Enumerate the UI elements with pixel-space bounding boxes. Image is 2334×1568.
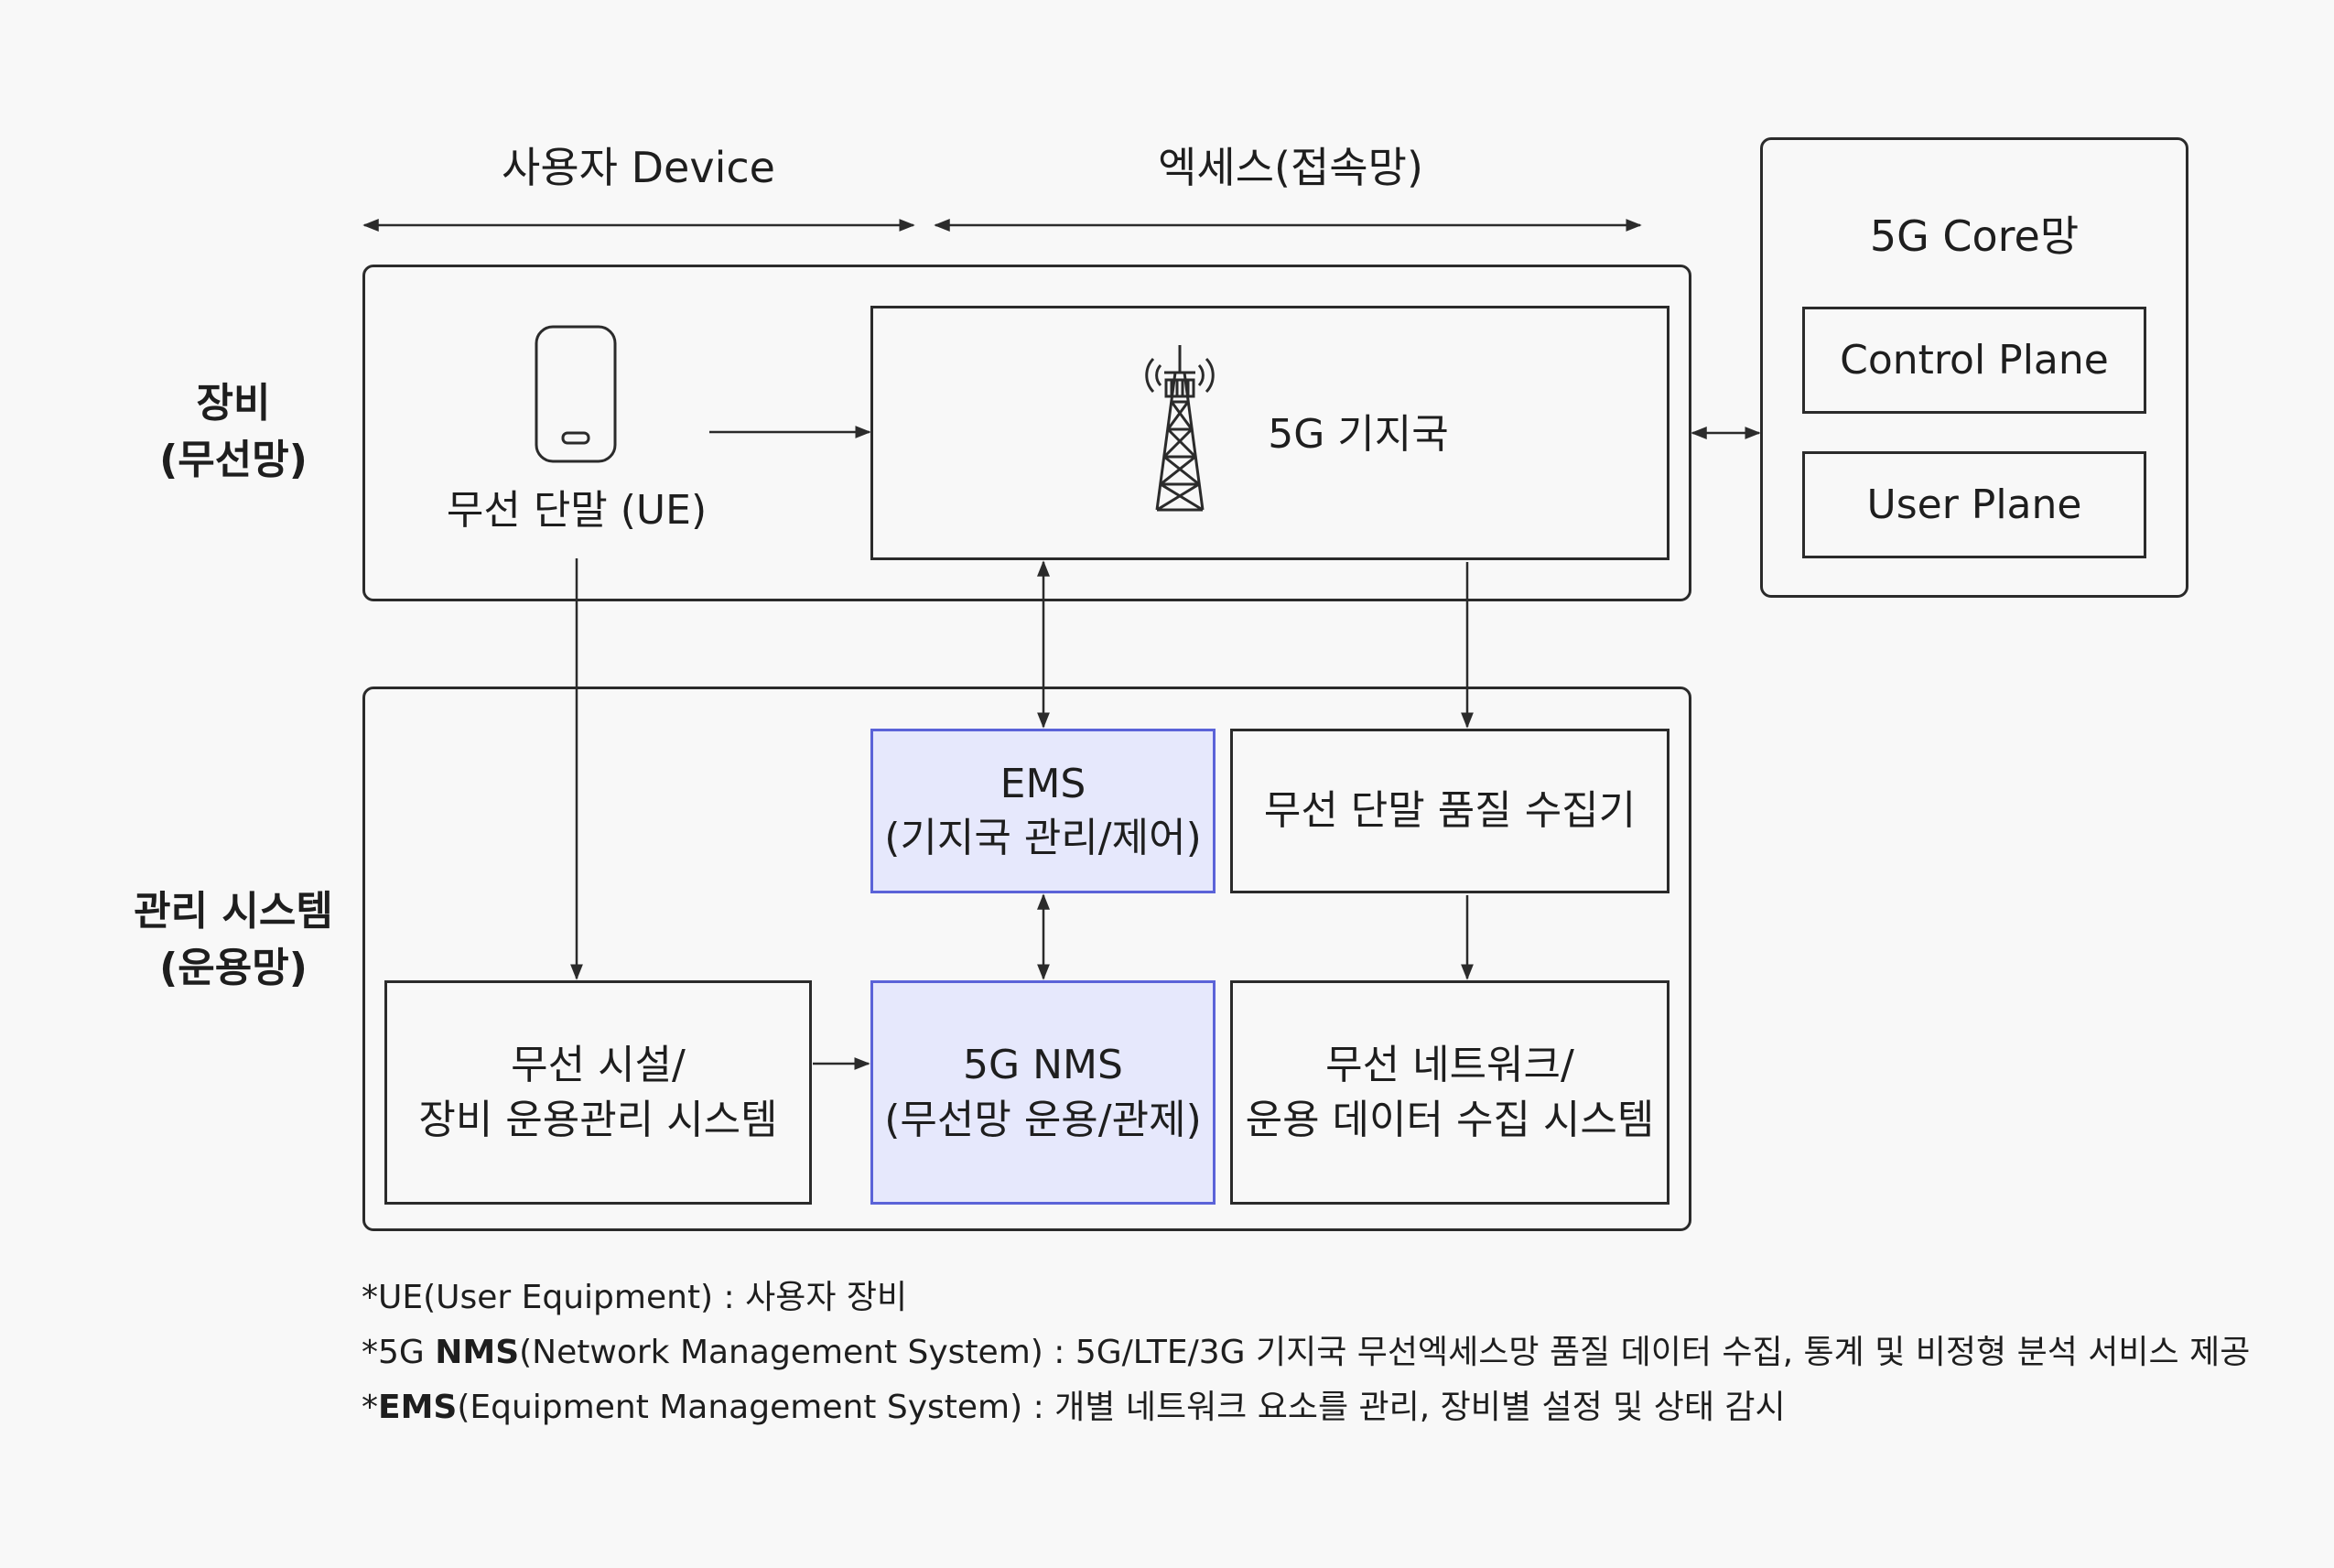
equipment-label-line1: 장비	[196, 380, 271, 427]
mobile-phone-icon	[535, 325, 617, 463]
base-station-box: 5G 기지국	[870, 306, 1669, 560]
control-plane-label: Control Plane	[1840, 336, 2109, 384]
management-side-label: 관리 시스템 (운용망)	[110, 883, 357, 996]
cell-tower-icon	[1145, 345, 1215, 512]
5g-core-title: 5G Core망	[1869, 211, 2080, 261]
footnote-ue-text: *UE(User Equipment) : 사용자 장비	[362, 1279, 908, 1316]
nms-subtitle: (무선망 운용/관제)	[884, 1096, 1202, 1143]
network-data-system-box: 무선 네트워크/ 운용 데이터 수집 시스템	[1230, 980, 1669, 1205]
ue-label: 무선 단말 (UE)	[446, 487, 708, 534]
quality-collector-box: 무선 단말 품질 수집기	[1230, 729, 1669, 893]
footnote-ems: *EMS(Equipment Management System) : 개별 네…	[362, 1380, 1786, 1428]
base-station-label: 5G 기지국	[1268, 411, 1449, 458]
footnote-ems-bold: EMS	[378, 1389, 458, 1426]
network-data-line1: 무선 네트워크/	[1325, 1042, 1574, 1089]
ue-node: 무선 단말 (UE)	[403, 320, 751, 549]
nms-title: 5G NMS	[963, 1042, 1123, 1089]
footnote-ems-rest: (Equipment Management System) : 개별 네트워크 …	[457, 1389, 1786, 1426]
ems-box: EMS (기지국 관리/제어)	[870, 729, 1216, 893]
nms-box: 5G NMS (무선망 운용/관제)	[870, 980, 1216, 1205]
equipment-label-line2: (무선망)	[159, 436, 308, 483]
footnote-nms-rest: (Network Management System) : 5G/LTE/3G …	[519, 1334, 2251, 1371]
equipment-side-label: 장비 (무선망)	[110, 375, 357, 488]
ems-subtitle: (기지국 관리/제어)	[884, 815, 1202, 861]
management-label-line2: (운용망)	[159, 944, 308, 991]
facility-system-box: 무선 시설/ 장비 운용관리 시스템	[384, 980, 812, 1205]
footnote-ue: *UE(User Equipment) : 사용자 장비	[362, 1271, 907, 1318]
user-plane-label: User Plane	[1866, 481, 2082, 528]
footnote-nms-prefix: *5G	[362, 1334, 436, 1371]
quality-collector-label: 무선 단말 품질 수집기	[1263, 787, 1637, 835]
control-plane-box: Control Plane	[1802, 307, 2146, 414]
footnote-nms-bold: NMS	[435, 1334, 520, 1371]
user-plane-box: User Plane	[1802, 451, 2146, 558]
footnote-nms: *5G NMS(Network Management System) : 5G/…	[362, 1325, 2250, 1373]
user-device-header: 사용자 Device	[502, 143, 775, 192]
facility-line1: 무선 시설/	[511, 1042, 686, 1089]
network-data-line2: 운용 데이터 수집 시스템	[1245, 1096, 1655, 1143]
management-label-line1: 관리 시스템	[134, 888, 333, 935]
ems-title: EMS	[1000, 760, 1086, 807]
access-network-header: 엑세스(접속망)	[1158, 143, 1423, 192]
footnote-ems-prefix: *	[362, 1389, 378, 1426]
facility-line2: 장비 운용관리 시스템	[418, 1096, 778, 1143]
